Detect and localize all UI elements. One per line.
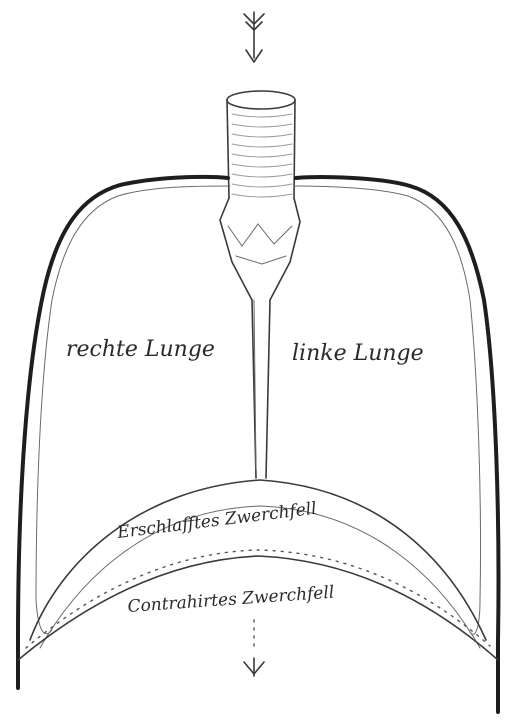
left-lung-label: linke Lunge: [292, 341, 424, 366]
contracted-diaphragm-label: Contrahirtes Zwerchfell: [127, 583, 335, 617]
left-lung-outline: [294, 186, 481, 634]
thorax-wall: [18, 177, 498, 712]
top-arrow-icon: [244, 12, 264, 62]
right-lung-label: rechte Lunge: [66, 337, 215, 362]
bronchus-stalk: [220, 198, 300, 478]
relaxed-diaphragm-label: Erschlafftes Zwerchfell: [115, 499, 318, 543]
right-lung-outline: [36, 186, 230, 634]
trachea: [227, 91, 295, 198]
bottom-arrow-icon: [244, 620, 264, 676]
